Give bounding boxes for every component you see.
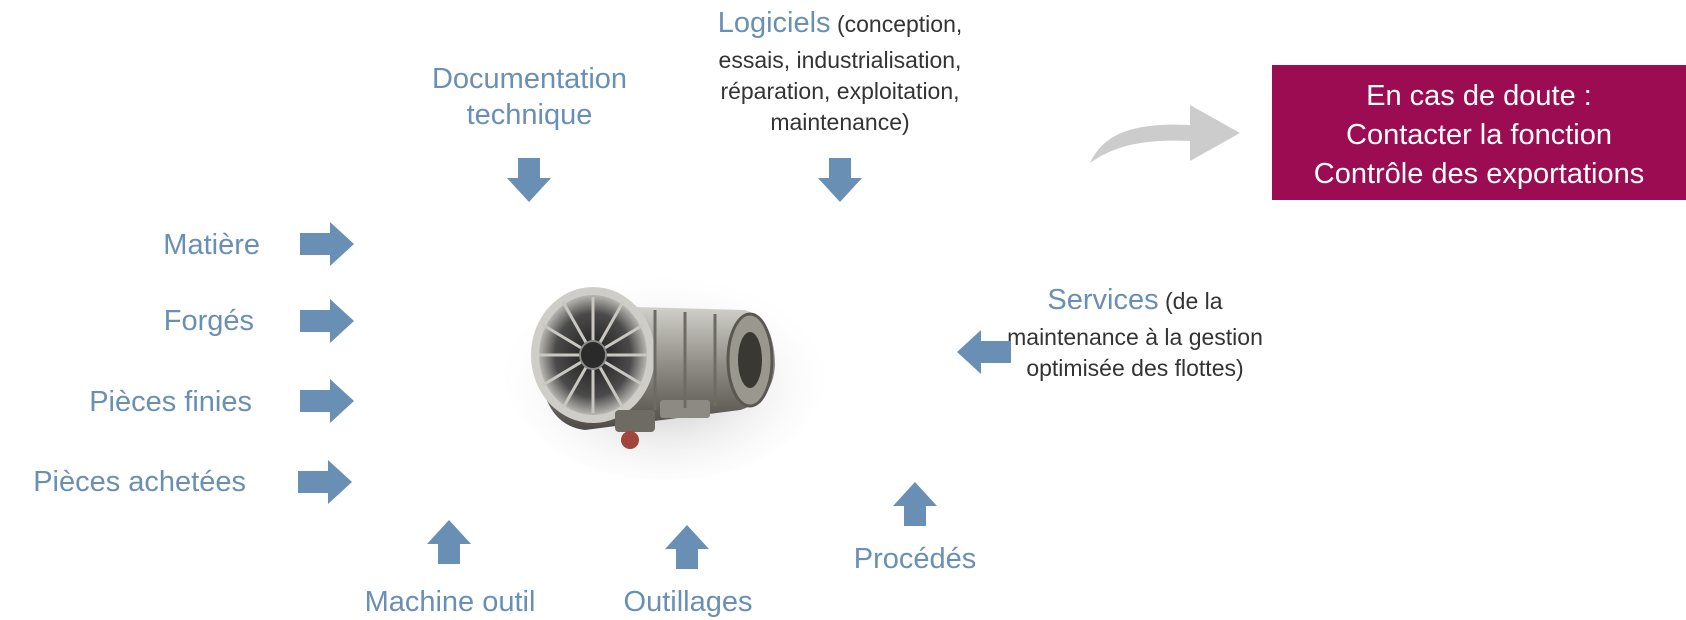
documentation-line1: Documentation xyxy=(431,63,628,95)
contact-line3: Contrôle des exportations xyxy=(1313,158,1645,190)
logiciels-line1-rest: (conception, xyxy=(830,11,963,37)
label-procedes: Procédés xyxy=(853,543,977,575)
jet-engine-image xyxy=(505,250,825,480)
arrow-left-services xyxy=(957,330,1011,374)
services-head: Services xyxy=(1047,284,1159,316)
contact-line2: Contacter la fonction xyxy=(1346,119,1612,151)
label-pieces-finies: Pièces finies xyxy=(89,386,252,418)
logiciels-line4: maintenance) xyxy=(770,109,910,135)
logiciels-line2: essais, industrialisation, xyxy=(718,47,962,73)
label-forges: Forgés xyxy=(163,305,254,337)
contact-box: En cas de doute : Contacter la fonction … xyxy=(1272,65,1686,200)
documentation-line2: technique xyxy=(466,99,593,131)
logiciels-block: Logiciels (conception, essais, industria… xyxy=(680,6,1000,138)
label-documentation-technique: Documentation technique xyxy=(412,62,647,132)
label-outillages: Outillages xyxy=(623,586,753,618)
arrow-right-forges xyxy=(300,299,354,343)
services-line2: maintenance à la gestion xyxy=(1007,324,1263,350)
logiciels-head: Logiciels xyxy=(717,7,831,39)
label-machine-outil: Machine outil xyxy=(364,586,536,618)
arrow-right-matiere xyxy=(300,222,354,266)
label-pieces-achetees: Pièces achetées xyxy=(33,466,246,498)
arrow-up-outillages xyxy=(665,525,709,569)
services-line1-rest: (de la xyxy=(1158,288,1223,314)
arrow-down-documentation xyxy=(507,158,551,202)
arrow-down-logiciels xyxy=(818,158,862,202)
arrow-up-procedes xyxy=(893,482,937,526)
arrow-right-pieces-finies xyxy=(300,379,354,423)
arrow-up-machine-outil xyxy=(427,520,471,564)
services-line3: optimisée des flottes) xyxy=(1026,355,1244,381)
logiciels-line3: réparation, exploitation, xyxy=(720,78,960,104)
arrow-right-pieces-achetees xyxy=(298,460,352,504)
services-block: Services (de la maintenance à la gestion… xyxy=(975,283,1295,384)
contact-line1: En cas de doute : xyxy=(1366,80,1592,112)
curved-arrow-icon xyxy=(1085,95,1245,170)
label-matiere: Matière xyxy=(163,229,260,261)
